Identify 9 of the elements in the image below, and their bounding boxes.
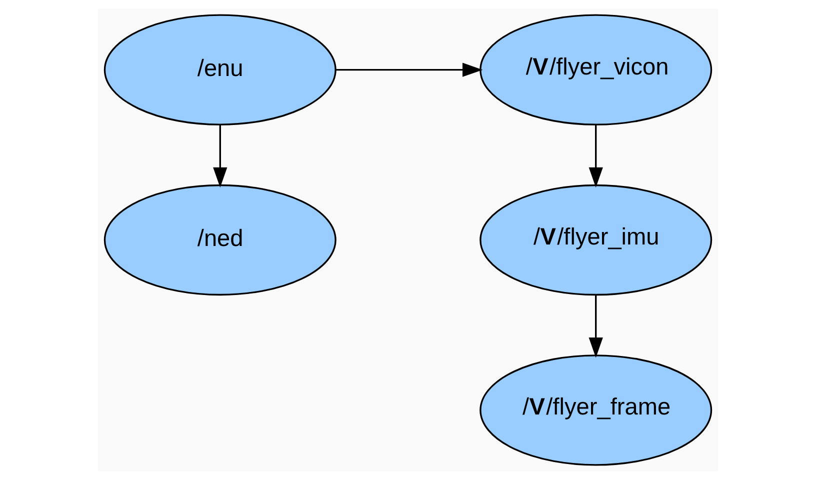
arrow — [336, 62, 483, 77]
node-ellipse: /V/flyer_frame — [480, 354, 712, 466]
node-ellipse: /enu — [104, 14, 336, 126]
node-ellipse: /ned — [104, 184, 336, 296]
arrow — [213, 124, 228, 188]
arrow — [588, 294, 603, 358]
node-ellipse: /V/flyer_imu — [480, 184, 712, 296]
arrow — [588, 124, 603, 188]
node-ellipse: /V/flyer_vicon — [480, 14, 712, 126]
